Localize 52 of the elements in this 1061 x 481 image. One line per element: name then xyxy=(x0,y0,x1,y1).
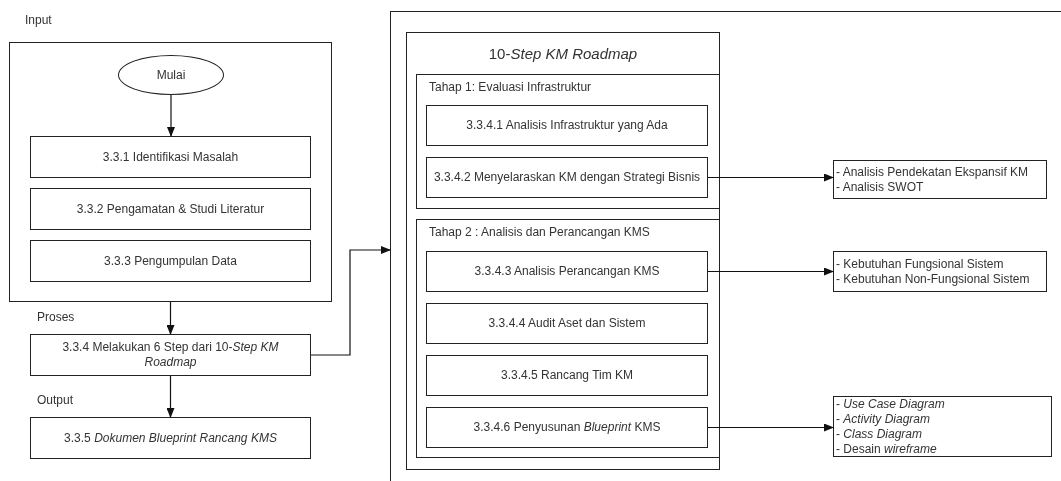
process-box xyxy=(426,251,708,292)
step-text: 3.3.5 Dokumen Blueprint Rancang KMS xyxy=(64,430,277,446)
stage-box xyxy=(416,74,720,209)
step-text: 3.3.4.5 Rancang Tim KM xyxy=(500,368,634,383)
list-item: - Use Case Diagram xyxy=(836,396,945,412)
list-item: - Analisis Pendekatan Ekspansif KM xyxy=(836,164,1029,180)
step-text: 3.3.4.1 Analisis Infrastruktur yang Ada xyxy=(466,118,668,133)
arrow xyxy=(310,246,391,356)
arrow xyxy=(707,173,834,182)
section-label: Output xyxy=(37,393,74,407)
step-text: 3.3.4.4 Audit Aset dan Sistem xyxy=(488,316,646,331)
output-list-box xyxy=(833,251,1047,292)
process-box xyxy=(426,407,708,448)
output-list-box xyxy=(833,160,1047,199)
step-text: 3.3.3 Pengumpulan Data xyxy=(104,253,237,269)
section-label: Proses xyxy=(37,310,75,324)
list-item: - Class Diagram xyxy=(836,426,923,442)
process-box xyxy=(426,355,708,396)
process-box xyxy=(426,157,708,198)
section-label: Input xyxy=(25,13,52,27)
process-box xyxy=(30,417,311,459)
arrow xyxy=(166,301,175,335)
step-text: Mulai xyxy=(156,67,186,83)
output-list-box xyxy=(833,396,1052,457)
stage-box xyxy=(416,219,720,458)
process-box xyxy=(30,240,311,282)
group-box xyxy=(9,42,332,302)
arrow xyxy=(707,423,834,432)
step-text: 3.3.4.6 Penyusunan Blueprint KMS xyxy=(473,420,661,435)
step-text: 3.3.4.2 Menyelaraskan KM dengan Strategi Bisnis xyxy=(433,170,701,185)
stage-heading: Tahap 1: Evaluasi Infrastruktur xyxy=(429,80,592,94)
roadmap-box xyxy=(406,32,720,470)
arrow xyxy=(166,375,175,418)
roadmap-title: 10-Step KM Roadmap xyxy=(488,45,638,62)
list-item: - Kebutuhan Fungsional Sistem xyxy=(836,256,1004,272)
stage-heading: Tahap 2 : Analisis dan Perancangan KMS xyxy=(429,225,650,239)
step-text: 3.3.4 Melakukan 6 Step dari 10-Step KM Roadmap xyxy=(61,340,280,370)
container-box xyxy=(390,11,1061,481)
process-box xyxy=(30,136,311,178)
process-box xyxy=(30,334,311,376)
arrow xyxy=(707,267,834,276)
list-item: - Analisis SWOT xyxy=(836,179,924,195)
list-item: - Kebutuhan Non-Fungsional Sistem xyxy=(836,271,1030,287)
step-text: 3.3.4.3 Analisis Perancangan KMS xyxy=(474,264,660,279)
step-text: 3.3.2 Pengamatan & Studi Literatur xyxy=(76,201,265,217)
process-box xyxy=(30,188,311,230)
list-item: - Desain wireframe xyxy=(836,441,937,457)
arrow xyxy=(167,94,175,137)
list-item: - Activity Diagram xyxy=(836,411,931,427)
process-box xyxy=(426,303,708,344)
process-box xyxy=(426,105,708,146)
step-text: 3.3.1 Identifikasi Masalah xyxy=(102,149,239,165)
